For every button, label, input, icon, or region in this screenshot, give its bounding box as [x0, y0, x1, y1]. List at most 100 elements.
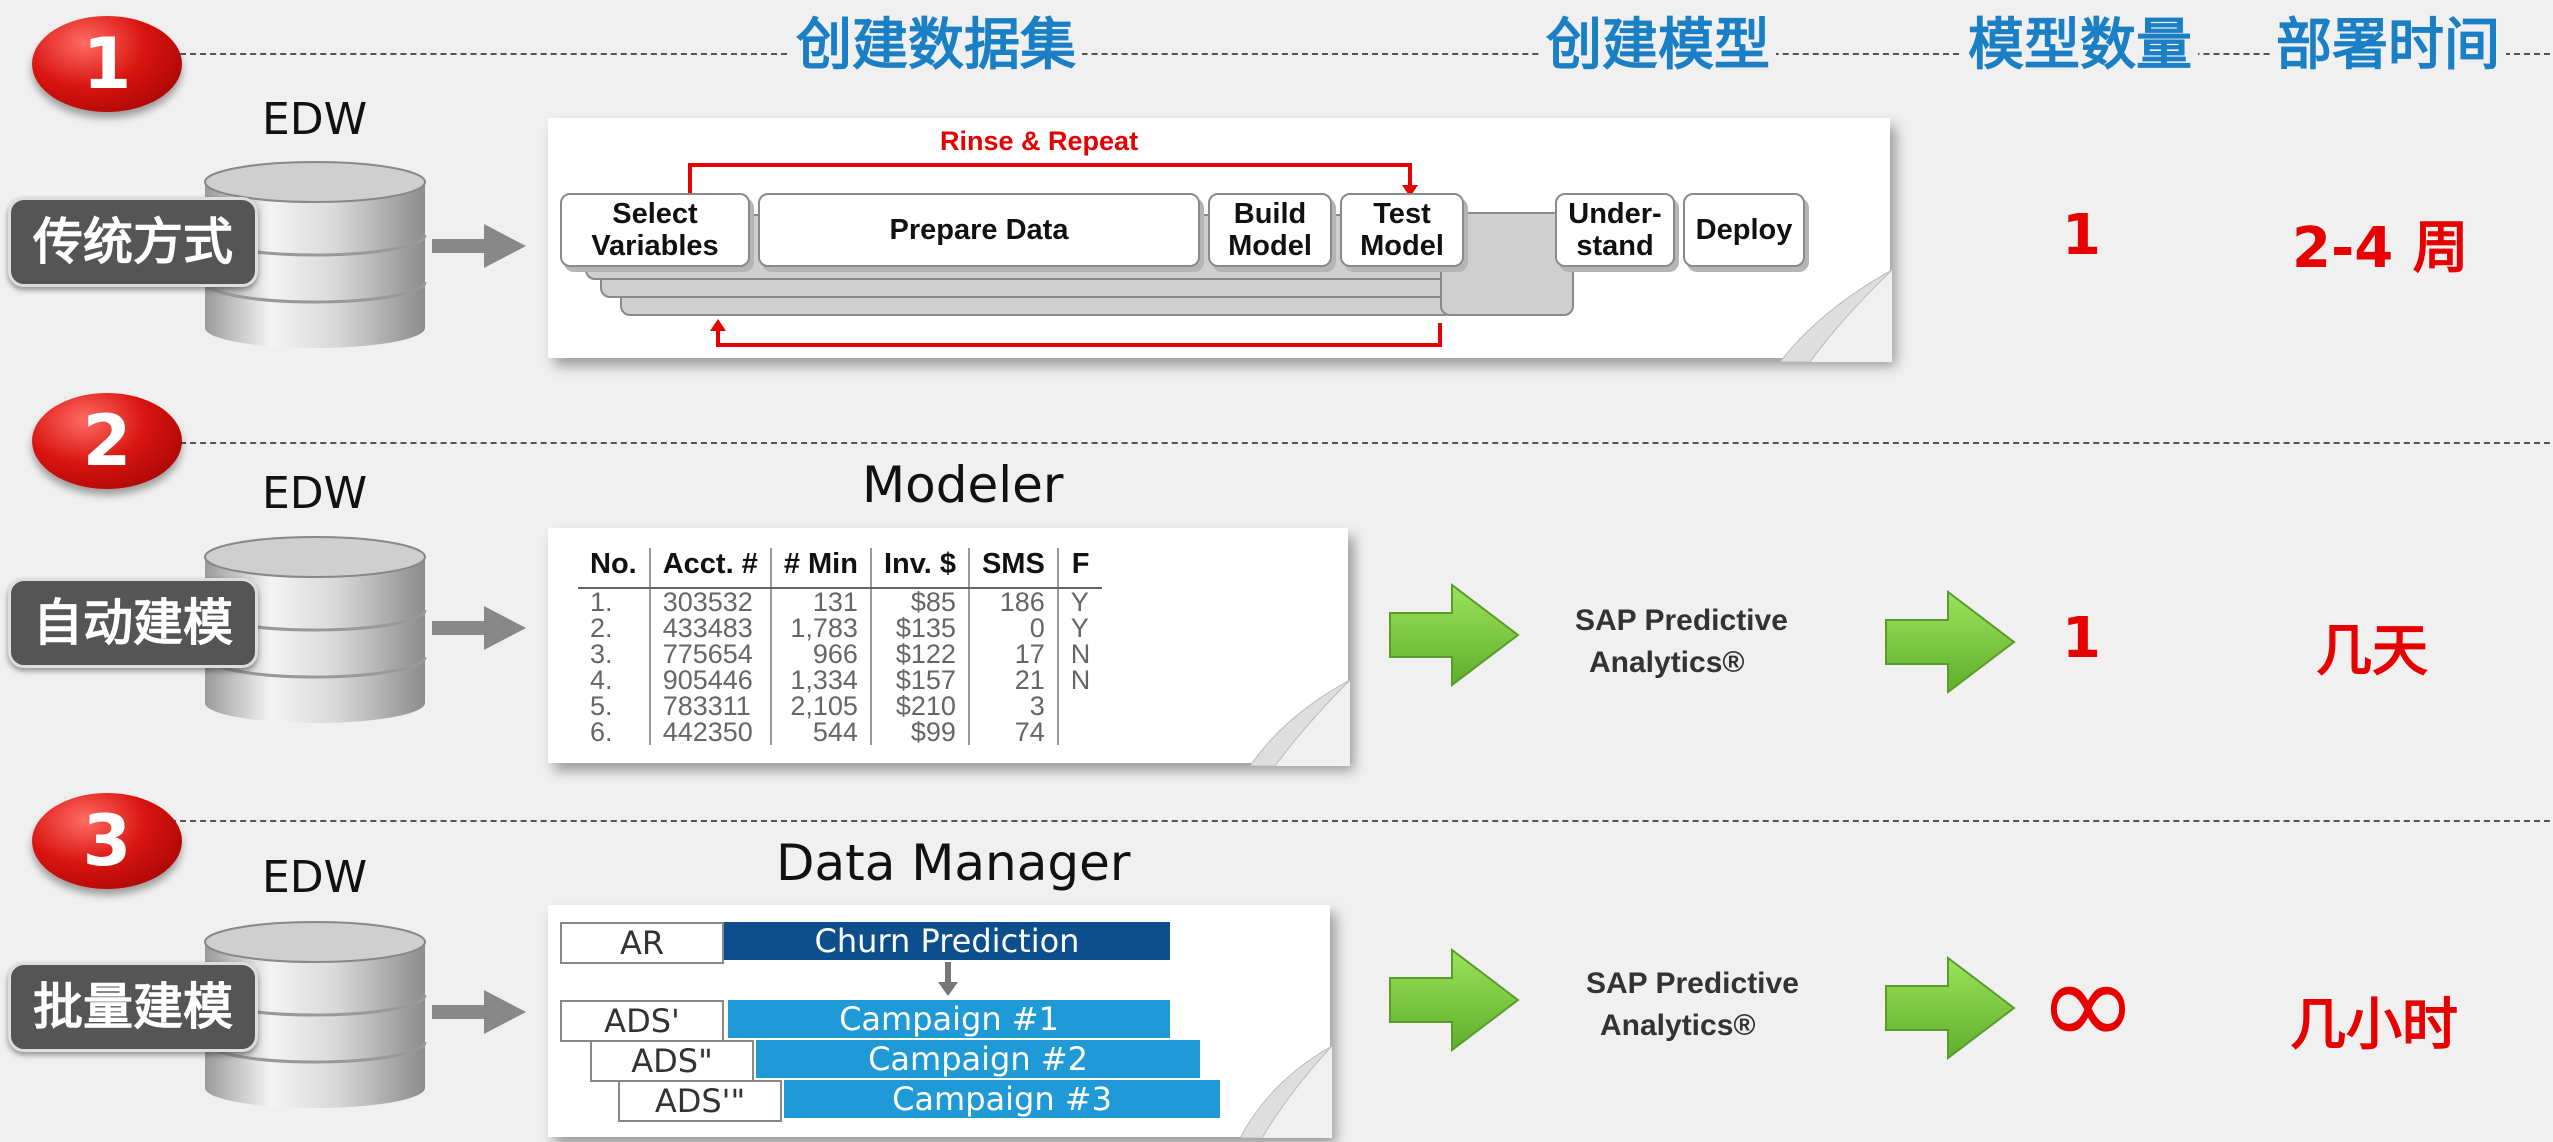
step-select-variables: Select Variables [560, 193, 750, 267]
green-arrow-icon [1389, 948, 1520, 1052]
table-cell: $85 [869, 588, 969, 616]
table-row: 3. 775654 966 $122 17 N [578, 639, 1103, 669]
sap-line2: Analytics® [1589, 646, 1745, 679]
step-deploy: Deploy [1683, 193, 1805, 267]
table-cell: 3. [590, 639, 613, 669]
table-cell: Y [1056, 588, 1103, 616]
table-cell: N [1056, 667, 1103, 694]
model-count-3: ∞ [2038, 935, 2138, 1074]
table-cell: Y [1056, 615, 1103, 642]
header-deploy-time: 部署时间 [2270, 14, 2506, 78]
table-cell: 303532 [648, 588, 771, 616]
step-build-model: Build Model [1208, 193, 1332, 267]
table-cell: 3 [967, 693, 1058, 720]
table-header-row: No. Acct. # # Min Inv. $ SMS F [578, 548, 1103, 589]
step-label: Build [1233, 198, 1307, 230]
table-cell: $99 [869, 719, 969, 746]
table-cell: N [1056, 641, 1103, 668]
page-curl-icon-2 [1250, 680, 1350, 766]
database-icon-2 [203, 536, 427, 723]
sap-label-3: SAP Predictive Analytics® [1586, 963, 1799, 1047]
sap-label-2: SAP Predictive Analytics® [1575, 600, 1788, 684]
method-label-batch-modeling: 批量建模 [8, 962, 258, 1052]
table-cell: 74 [967, 719, 1058, 746]
table-cell: 131 [769, 588, 871, 616]
page-curl-icon-1 [1780, 270, 1892, 362]
table-cell [1056, 693, 1103, 719]
step-label: Under- [1568, 198, 1662, 230]
table-cell: 1. [590, 587, 613, 617]
campaign-box-3: Campaign #3 [784, 1080, 1220, 1118]
ads-box-1: ADS' [560, 1000, 724, 1042]
column-header: Acct. # [648, 548, 771, 589]
step-2-badge: 2 [32, 393, 182, 489]
arrow-right-icon-2 [432, 606, 526, 650]
deploy-time-1: 2-4 周 [2292, 216, 2469, 281]
step-test-model: Test Model [1340, 193, 1464, 267]
database-icon-3 [203, 921, 427, 1108]
table-row: 1. 303532 131 $85 186 Y [578, 587, 1103, 617]
method-label-auto-modeling: 自动建模 [8, 578, 258, 668]
column-header: SMS [967, 548, 1058, 589]
table-cell: $135 [869, 615, 969, 642]
table-cell: 4. [590, 665, 613, 695]
table-cell: 2,105 [769, 693, 871, 720]
edw-label-3: EDW [262, 852, 368, 903]
table-cell: 5. [590, 691, 613, 721]
table-cell: 966 [769, 641, 871, 668]
step-label: Prepare Data [889, 214, 1069, 246]
step-label: Test [1373, 198, 1431, 230]
modeler-title: Modeler [862, 456, 1064, 514]
column-header: # Min [769, 548, 871, 589]
table-row: 5. 783311 2,105 $210 3 [578, 691, 1103, 721]
header-create-dataset: 创建数据集 [790, 14, 1082, 78]
deploy-time-3: 几小时 [2290, 993, 2458, 1058]
table-cell: $157 [869, 667, 969, 694]
table-cell: 17 [967, 641, 1058, 668]
table-cell: 905446 [648, 667, 771, 694]
modeler-table: No. Acct. # # Min Inv. $ SMS F 1. 303532… [578, 548, 1103, 747]
step-label: stand [1576, 230, 1654, 262]
table-cell: 6. [590, 717, 613, 747]
ar-box: AR [560, 922, 724, 964]
step-3-badge: 3 [32, 793, 182, 889]
table-cell: 21 [967, 667, 1058, 694]
table-row: 6. 442350 544 $99 74 [578, 717, 1103, 747]
step-label: Variables [591, 230, 719, 262]
edw-label-2: EDW [262, 468, 368, 519]
model-count-1: 1 [2062, 203, 2101, 268]
green-arrow-icon [1885, 590, 2016, 694]
sap-line2: Analytics® [1600, 1009, 1756, 1042]
table-cell: 186 [967, 588, 1058, 616]
table-cell: 544 [769, 719, 871, 746]
step-understand: Under- stand [1555, 193, 1675, 267]
ads-box-3: ADS'" [618, 1080, 782, 1122]
model-count-2: 1 [2062, 606, 2101, 671]
down-arrow-icon [938, 962, 958, 996]
row2-divider [150, 442, 2550, 444]
green-arrow-icon [1885, 956, 2016, 1060]
step-label: Model [1360, 230, 1444, 262]
churn-prediction-box: Churn Prediction [724, 922, 1170, 960]
table-cell: $122 [869, 641, 969, 668]
table-cell: 1,334 [769, 667, 871, 694]
page-curl-icon-3 [1240, 1046, 1332, 1138]
column-header: No. [578, 548, 650, 589]
loop-arrows [688, 163, 1442, 347]
step-prepare-data: Prepare Data [758, 193, 1200, 267]
table-cell: $210 [869, 693, 969, 720]
campaign-box-1: Campaign #1 [728, 1000, 1170, 1038]
table-cell: 783311 [648, 693, 771, 720]
step-label: Select [612, 198, 698, 230]
method-label-traditional: 传统方式 [8, 197, 258, 287]
table-cell: 442350 [648, 719, 771, 746]
table-cell: 433483 [648, 615, 771, 642]
table-row: 2. 433483 1,783 $135 0 Y [578, 615, 1103, 642]
sap-line1: SAP Predictive [1575, 604, 1788, 637]
column-header: F [1056, 548, 1103, 589]
table-cell: 775654 [648, 641, 771, 668]
table-row: 4. 905446 1,334 $157 21 N [578, 665, 1103, 695]
rinse-repeat-label: Rinse & Repeat [940, 126, 1139, 156]
ads-box-2: ADS" [590, 1040, 754, 1082]
step-1-badge: 1 [32, 16, 182, 112]
